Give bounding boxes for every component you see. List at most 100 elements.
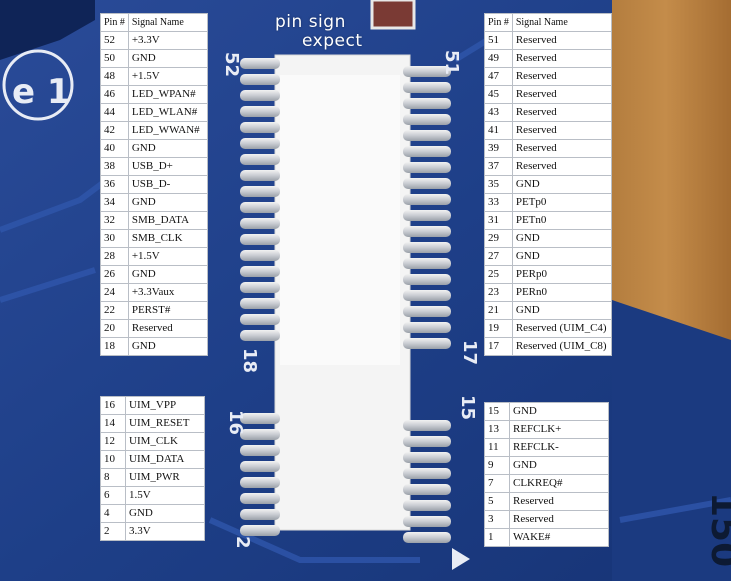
- signal-name-cell: GND: [127, 193, 208, 212]
- pin-number-cell: 4: [100, 504, 126, 523]
- pin-number-cell: 46: [100, 85, 129, 104]
- pin-number-cell: 47: [484, 67, 513, 86]
- signal-name-cell: 3.3V: [125, 522, 205, 541]
- pin1-triangle-mark: [452, 548, 470, 570]
- pin-number-cell: 31: [484, 211, 513, 230]
- silk-pin-2: 2: [232, 536, 253, 549]
- signal-name-cell: Reserved: [511, 139, 612, 158]
- pin-number-cell: 28: [100, 247, 129, 266]
- signal-name-cell: GND: [127, 49, 208, 68]
- signal-name-cell: CLKREQ#: [509, 474, 609, 493]
- signal-name-cell: LED_WPAN#: [127, 85, 208, 104]
- pin-number-cell: 40: [100, 139, 129, 158]
- header-signal: Signal Name: [127, 13, 208, 32]
- pin-number-cell: 7: [484, 474, 510, 493]
- pin-number-cell: 30: [100, 229, 129, 248]
- pin-number-cell: 5: [484, 492, 510, 511]
- pin-number-cell: 2: [100, 522, 126, 541]
- pin-number-cell: 18: [100, 337, 129, 356]
- pin-number-cell: 1: [484, 528, 510, 547]
- pin-number-cell: 23: [484, 283, 513, 302]
- signal-name-cell: USB_D-: [127, 175, 208, 194]
- signal-name-cell: PETn0: [511, 211, 612, 230]
- table-row: 48+1.5V: [100, 67, 208, 86]
- signal-name-cell: UIM_CLK: [125, 432, 205, 451]
- signal-name-cell: PERn0: [511, 283, 612, 302]
- pin-number-cell: 39: [484, 139, 513, 158]
- caption-pin-sign: pin sign: [275, 12, 346, 32]
- silk-pin-52: 52: [221, 52, 242, 77]
- e1-circle-mark: [2, 49, 74, 121]
- signal-name-cell: UIM_PWR: [125, 468, 205, 487]
- signal-name-cell: 1.5V: [125, 486, 205, 505]
- pin-number-cell: 3: [484, 510, 510, 529]
- signal-name-cell: Reserved: [511, 85, 612, 104]
- signal-name-cell: GND: [511, 301, 612, 320]
- pin-number-cell: 9: [484, 456, 510, 475]
- pin-number-cell: 12: [100, 432, 126, 451]
- signal-name-cell: PETp0: [511, 193, 612, 212]
- signal-name-cell: GND: [127, 139, 208, 158]
- signal-name-cell: Reserved: [511, 103, 612, 122]
- signal-name-cell: Reserved (UIM_C4): [511, 319, 612, 338]
- pin-number-cell: 36: [100, 175, 129, 194]
- pin-number-cell: 37: [484, 157, 513, 176]
- pin-number-cell: 26: [100, 265, 129, 284]
- pin-number-cell: 41: [484, 121, 513, 140]
- signal-name-cell: GND: [511, 175, 612, 194]
- pin-number-cell: 48: [100, 67, 129, 86]
- pin-number-cell: 50: [100, 49, 129, 68]
- pin-number-cell: 24: [100, 283, 129, 302]
- signal-name-cell: GND: [509, 456, 609, 475]
- right-pin-pads: [403, 66, 451, 543]
- pin-number-cell: 14: [100, 414, 126, 433]
- signal-name-cell: Reserved: [509, 492, 609, 511]
- pin-number-cell: 32: [100, 211, 129, 230]
- pin-number-cell: 49: [484, 49, 513, 68]
- header-signal: Signal Name: [511, 13, 612, 32]
- signal-name-cell: SMB_DATA: [127, 211, 208, 230]
- silk-pin-17: 17: [459, 340, 480, 365]
- signal-name-cell: UIM_VPP: [125, 396, 205, 415]
- signal-name-cell: REFCLK-: [509, 438, 609, 457]
- signal-name-cell: SMB_CLK: [127, 229, 208, 248]
- table-header-row: Pin # Signal Name: [484, 13, 612, 32]
- pin-number-cell: 52: [100, 31, 129, 50]
- signal-name-cell: REFCLK+: [509, 420, 609, 439]
- pin-number-cell: 13: [484, 420, 510, 439]
- pin-number-cell: 17: [484, 337, 513, 356]
- table-row: 24+3.3Vaux: [100, 283, 208, 302]
- header-pin: Pin #: [100, 13, 129, 32]
- signal-name-cell: PERST#: [127, 301, 208, 320]
